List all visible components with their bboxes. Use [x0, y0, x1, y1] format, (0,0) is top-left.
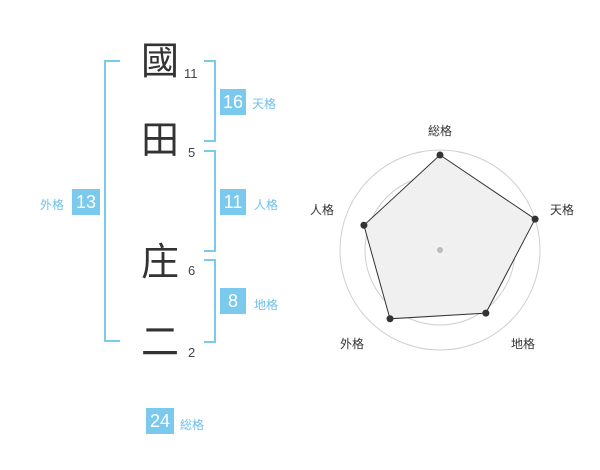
radar-label-tenkaku: 天格	[550, 203, 575, 217]
chikaku-value: 8	[220, 288, 246, 314]
char-4: 二	[140, 320, 179, 364]
gaikaku-bracket	[104, 60, 120, 342]
tenkaku-bracket	[204, 60, 216, 142]
char-4-strokes: 2	[188, 345, 196, 360]
jinkaku-label: 人格	[254, 198, 279, 212]
soukaku-value: 24	[146, 408, 174, 434]
radar-point-4	[386, 315, 394, 323]
char-2-strokes: 5	[188, 145, 196, 160]
radar-label-soukaku: 総格	[428, 124, 453, 138]
radar-point-1	[436, 151, 444, 159]
radar-point-3	[482, 309, 490, 317]
chikaku-label: 地格	[254, 298, 279, 312]
char-2: 田	[140, 118, 179, 162]
char-1: 國	[140, 39, 179, 83]
jinkaku-value: 11	[220, 189, 246, 215]
radar-point-2	[531, 215, 539, 223]
jinkaku-bracket	[204, 150, 216, 252]
radar-label-jinkaku: 人格	[310, 203, 335, 217]
radar-center	[437, 247, 443, 253]
radar-label-gaikaku: 外格	[340, 337, 365, 351]
gaikaku-value: 13	[72, 189, 100, 215]
chikaku-bracket	[204, 259, 216, 343]
soukaku-label: 総格	[180, 418, 205, 432]
char-3: 庄	[140, 240, 179, 284]
char-3-strokes: 6	[188, 263, 196, 278]
radar-polygon	[363, 154, 536, 320]
char-1-strokes: 11	[184, 66, 198, 81]
tenkaku-value: 16	[220, 89, 246, 115]
gaikaku-label: 外格	[40, 198, 65, 212]
radar-label-chikaku: 地格	[511, 337, 536, 351]
radar-ring	[339, 149, 541, 351]
tenkaku-label: 天格	[252, 97, 277, 111]
radar-chart	[339, 149, 541, 351]
radar-point-5	[360, 221, 368, 229]
